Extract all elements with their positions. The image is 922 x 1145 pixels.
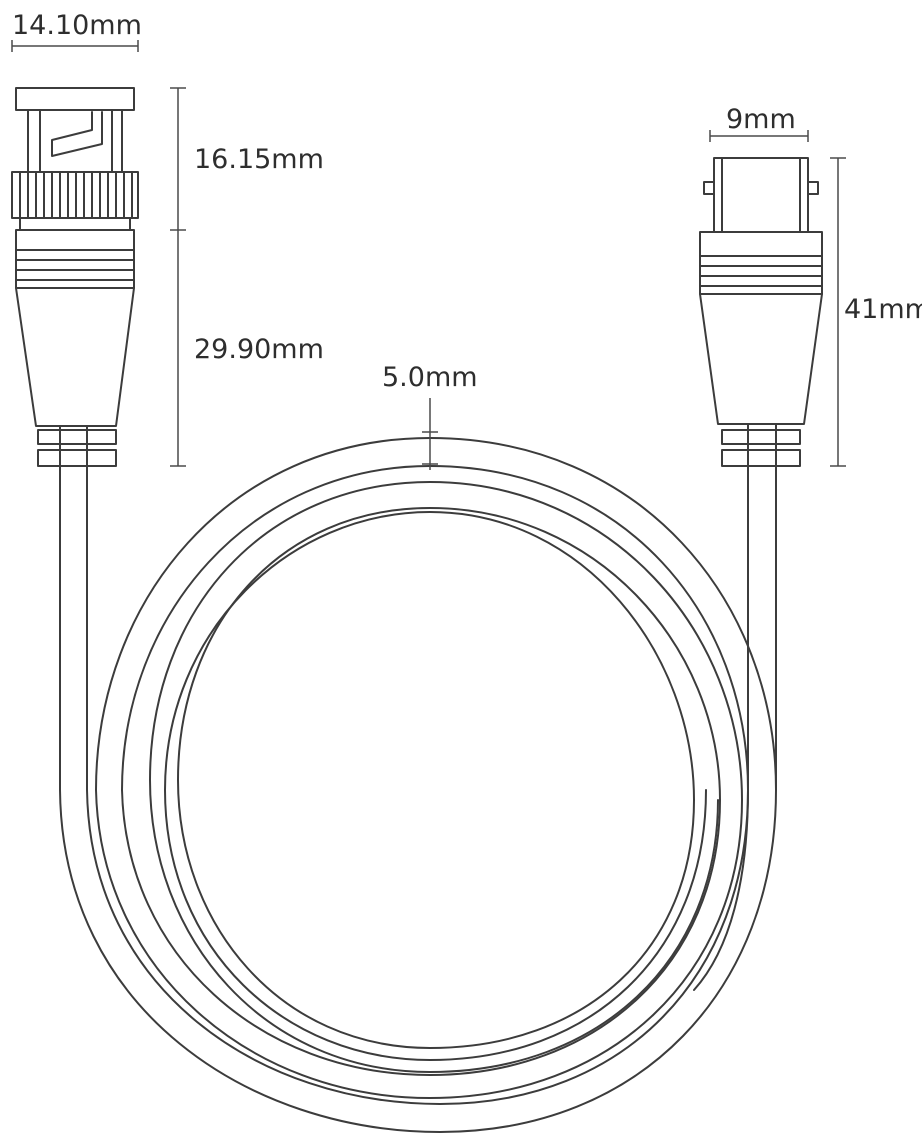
- female-boot: [699, 231, 823, 425]
- label-female-width: 9mm: [726, 104, 796, 135]
- bnc-collar: [27, 109, 123, 173]
- coil-loop-middle-1: [95, 481, 743, 1099]
- label-bnc-head-length: 16.15mm: [194, 144, 324, 175]
- coil-loop-middle-2: [121, 507, 721, 1076]
- female-head: [713, 157, 809, 233]
- female-ring-2: [721, 449, 801, 467]
- bnc-neck: [19, 217, 131, 231]
- label-bnc-body-length: 29.90mm: [194, 334, 324, 365]
- dimension-female-vertical: [830, 157, 846, 467]
- dimension-width-bnc: [11, 40, 139, 52]
- dimension-bnc-vertical: [170, 87, 186, 467]
- boot-ring-2: [37, 449, 117, 467]
- dimension-cable: [422, 398, 438, 470]
- dimension-width-female: [709, 130, 809, 142]
- label-female-length: 41mm: [844, 294, 922, 325]
- coil-loop-outer-2: [86, 465, 749, 1105]
- coil-loop-inner-1: [164, 511, 707, 1061]
- coil-tail-right-1: [693, 469, 749, 991]
- bnc-male-connector: [11, 87, 139, 471]
- bnc-cap: [15, 87, 135, 111]
- bnc-female-connector: [699, 157, 823, 471]
- coil-loop-outer-1: [59, 437, 777, 1133]
- female-pin-right: [807, 181, 819, 195]
- label-cable-diameter: 5.0mm: [382, 362, 478, 393]
- label-bnc-width: 14.10mm: [12, 10, 142, 41]
- bayonet-slot: [51, 111, 103, 157]
- boot-ring-1: [37, 429, 117, 445]
- cable-coil: [59, 437, 777, 1133]
- female-ring-1: [721, 429, 801, 445]
- female-pin-left: [703, 181, 715, 195]
